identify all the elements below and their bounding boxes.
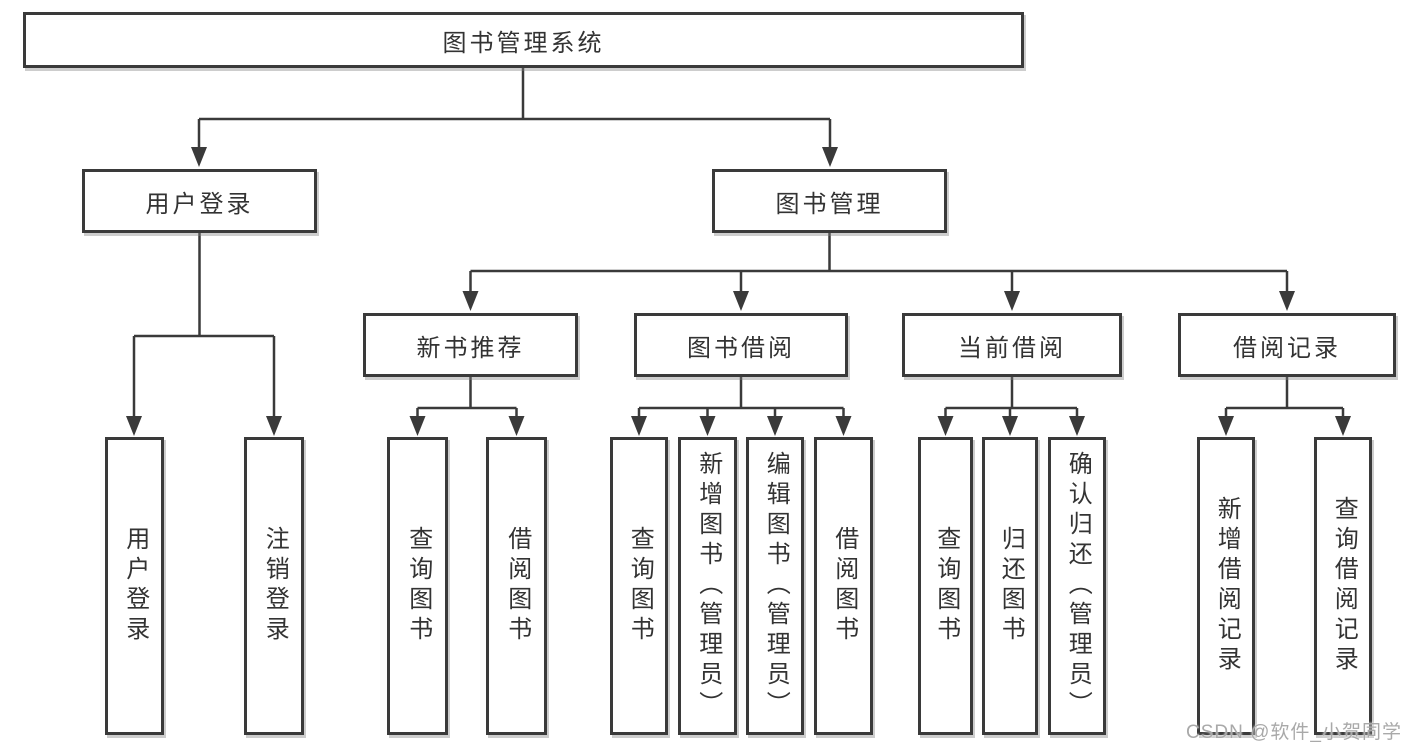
leaf-query-books-borrowing: 查询图书 <box>610 437 668 735</box>
node-borrowing-records: 借阅记录 <box>1178 313 1396 377</box>
leaf-edit-books-admin: 编辑图书（管理员） <box>746 437 804 735</box>
node-book-borrowing: 图书借阅 <box>634 313 848 377</box>
leaf-borrow-books-recommend: 借阅图书 <box>486 437 547 735</box>
leaf-return-books: 归还图书 <box>982 437 1038 735</box>
leaf-query-books-recommend: 查询图书 <box>387 437 448 735</box>
leaf-add-books-admin: 新增图书（管理员） <box>678 437 737 735</box>
node-user-login: 用户登录 <box>82 169 317 233</box>
node-book-management: 图书管理 <box>712 169 947 233</box>
node-current-borrowing: 当前借阅 <box>902 313 1122 377</box>
node-root: 图书管理系统 <box>23 12 1024 68</box>
node-new-book-recommend: 新书推荐 <box>363 313 578 377</box>
csdn-watermark: CSDN @软件_小贺同学 <box>1186 722 1402 743</box>
leaf-user-login: 用户登录 <box>105 437 164 735</box>
leaf-query-books-current: 查询图书 <box>918 437 973 735</box>
leaf-confirm-return-admin: 确认归还（管理员） <box>1048 437 1106 735</box>
leaf-add-borrow-record: 新增借阅记录 <box>1197 437 1255 735</box>
leaf-borrow-books: 借阅图书 <box>814 437 873 735</box>
arrowheads <box>126 147 1351 436</box>
leaf-logout: 注销登录 <box>244 437 304 735</box>
leaf-query-borrow-record: 查询借阅记录 <box>1314 437 1372 735</box>
